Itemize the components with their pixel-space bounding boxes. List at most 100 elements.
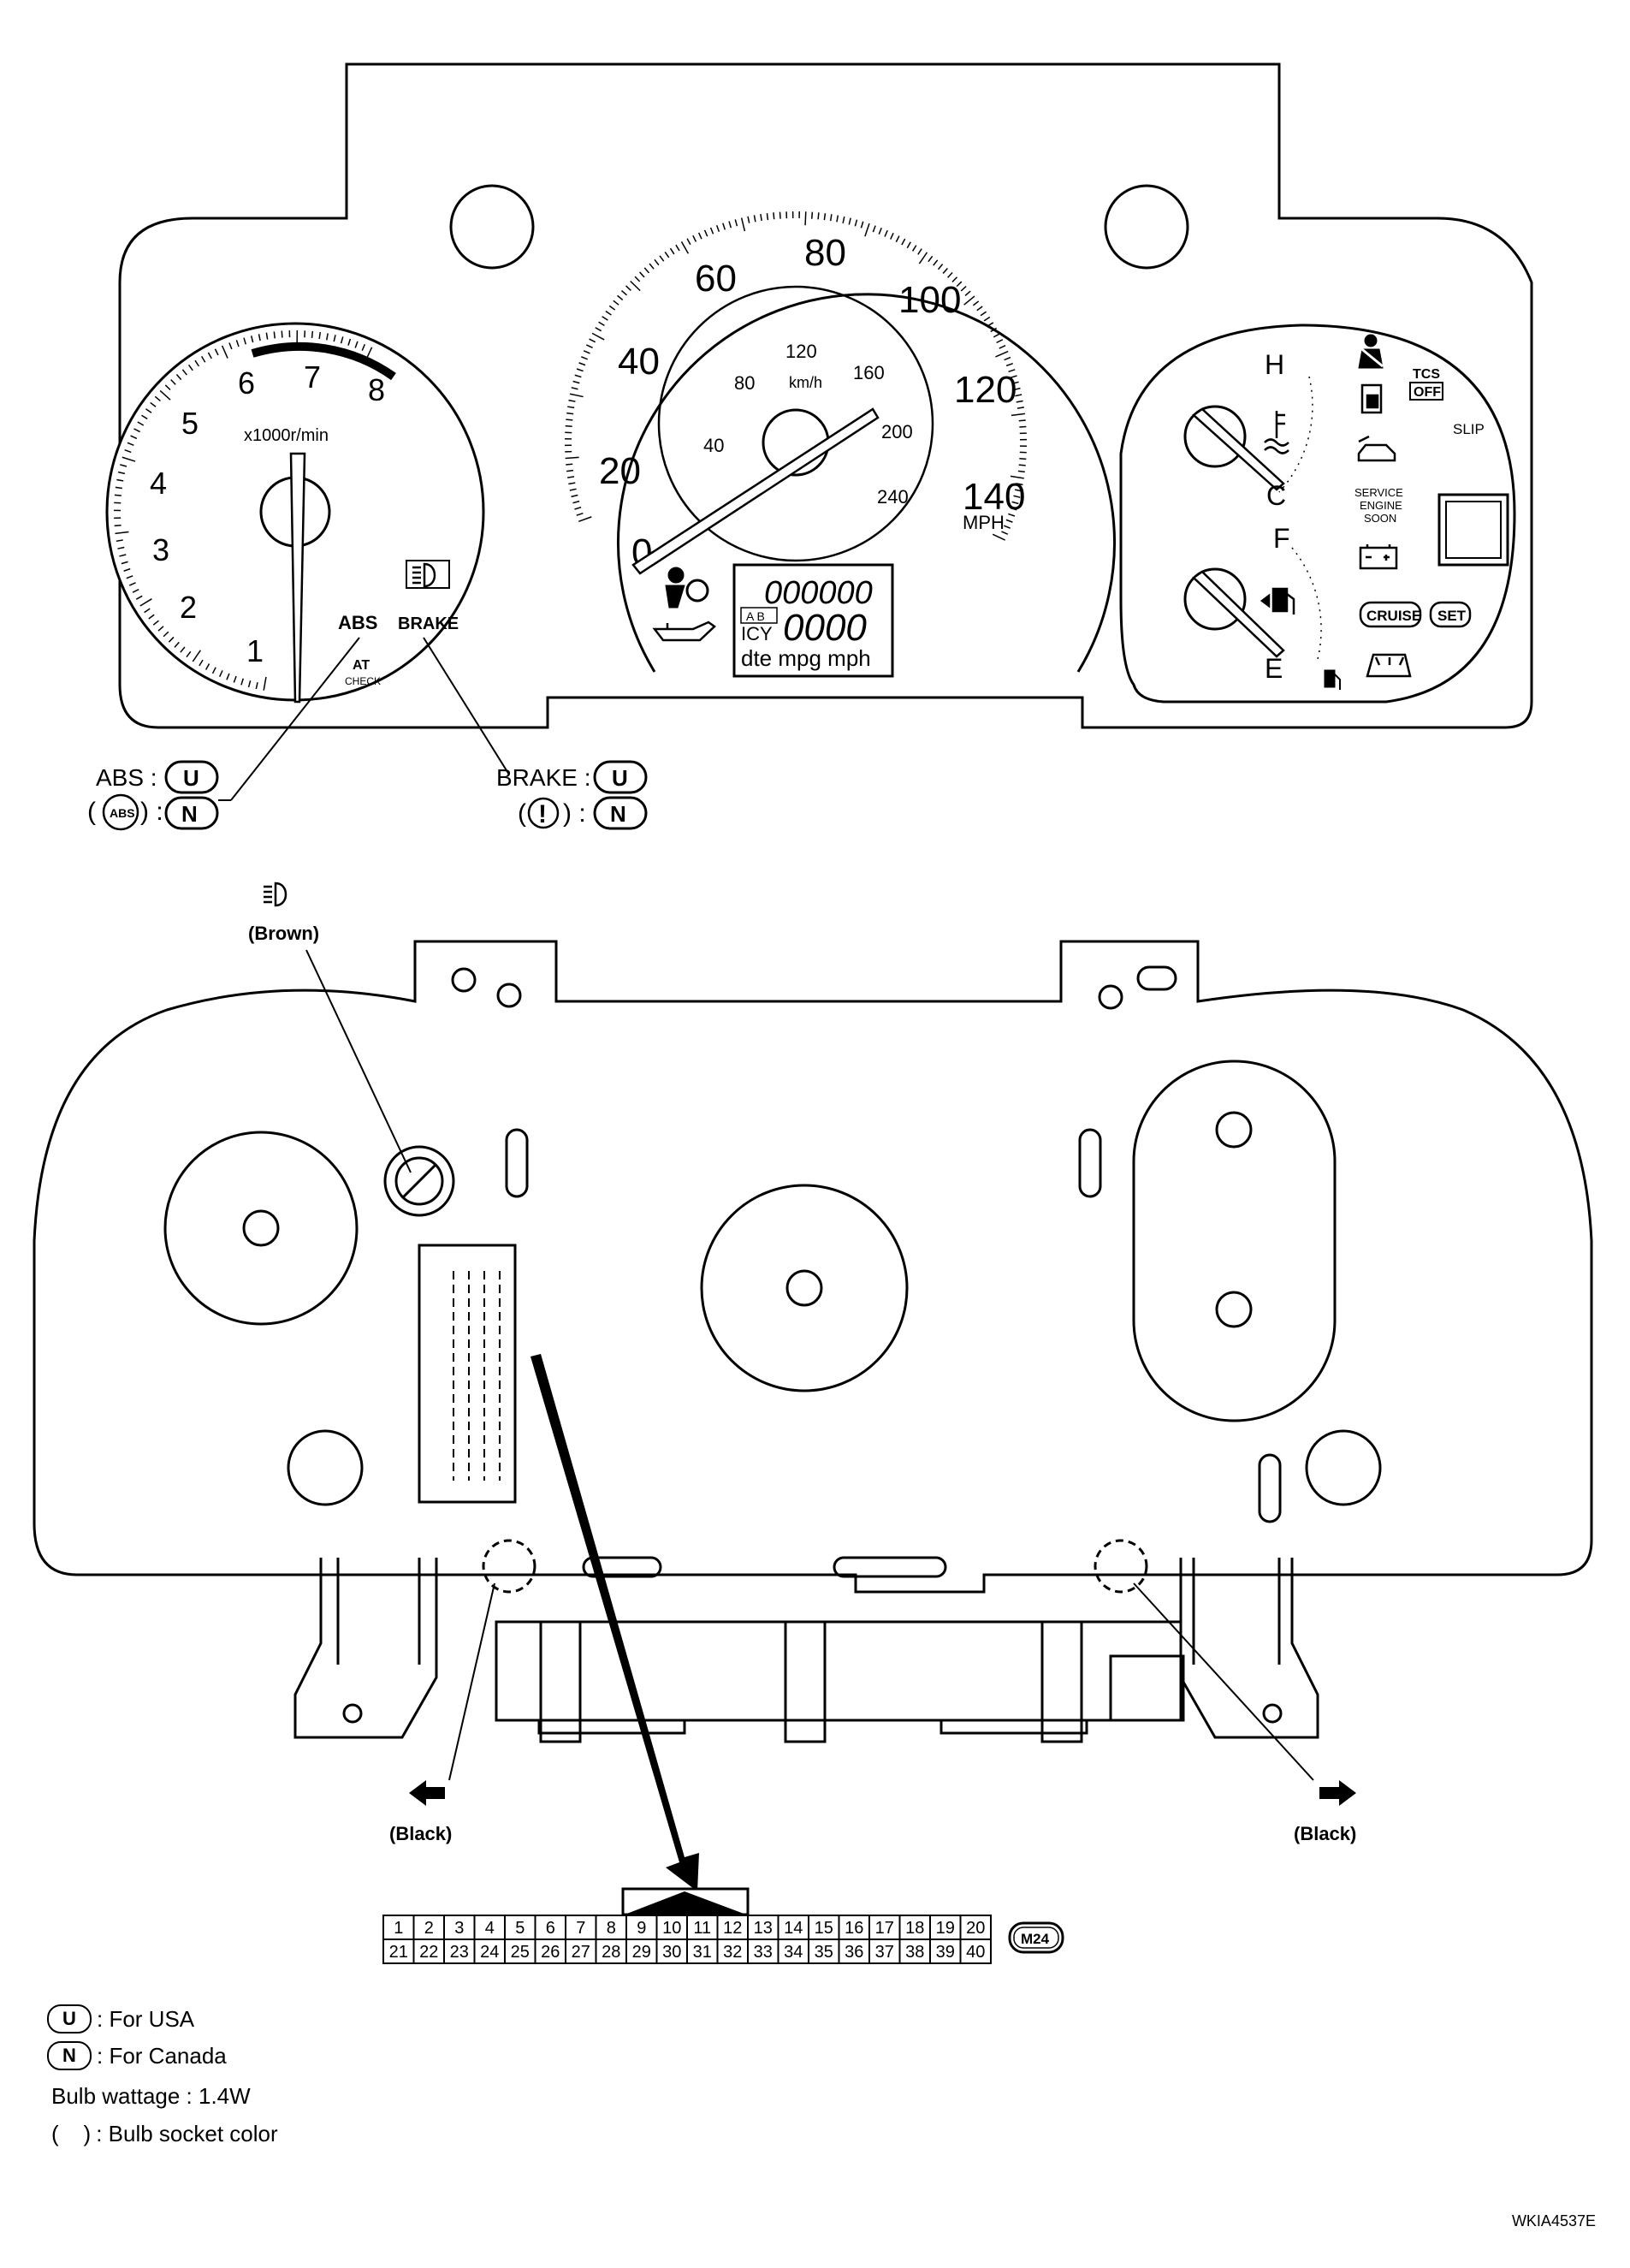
tach-number: 4 [150, 466, 167, 501]
gauge-tick [872, 225, 876, 233]
battery-icon [1359, 544, 1398, 570]
connector-pin-cell [686, 1915, 719, 1940]
legend-socket: ( ) : Bulb socket color [51, 2121, 278, 2147]
gauge-tick [1018, 464, 1026, 466]
connector-pin-cell [534, 1938, 566, 1964]
rear-slot [582, 1556, 662, 1578]
connector-pin-number: 39 [936, 1943, 955, 1962]
gauge-tick [890, 232, 894, 240]
gauge-tick [602, 316, 608, 321]
gauge-tick [174, 641, 180, 648]
gauge-tick [144, 608, 151, 614]
gauge-tick [121, 561, 128, 565]
tcs-label: TCS [1413, 367, 1440, 382]
gauge-tick [124, 449, 132, 454]
headlight-socket-color: (Brown) [248, 923, 319, 944]
gauge-tick [664, 251, 670, 258]
gauge-tick [1013, 495, 1021, 498]
connector-pin-cell [777, 1938, 809, 1964]
rear-tab-hole [1098, 984, 1123, 1010]
gauge-tick [1004, 525, 1011, 529]
low-fuel-icon [1324, 669, 1341, 690]
gauge-tick [273, 331, 276, 339]
gauge-tick [669, 247, 675, 255]
gauge-tick [906, 241, 911, 249]
gauge-tick [933, 259, 939, 266]
gauge-tick [265, 332, 269, 340]
rear-tab-slot [1136, 965, 1177, 991]
fuel-full-label: F [1273, 523, 1290, 554]
black-socket-left [482, 1539, 536, 1594]
gauge-tick [123, 567, 131, 572]
speedometer-ticks [565, 211, 1027, 541]
fuel-empty-label: E [1265, 653, 1283, 684]
temp-high-label: H [1265, 349, 1284, 380]
gauge-tick [187, 364, 193, 371]
connector-id-badge [1008, 1921, 1064, 1954]
gauge-tick [1017, 407, 1024, 409]
mph-number: 120 [954, 369, 1017, 411]
connector-pin-number: 24 [480, 1943, 499, 1962]
gauge-tick [779, 211, 781, 219]
gauge-tick [643, 267, 650, 274]
cluster-front-view [118, 62, 1533, 729]
cruise-indicator-box [1359, 601, 1422, 628]
tach-number: 3 [152, 532, 169, 567]
gauge-tick [139, 598, 152, 607]
connector-pin-number: 21 [389, 1943, 408, 1962]
gauge-tick [568, 482, 576, 485]
brake-warning-label: BRAKE [398, 614, 459, 633]
connector-key-fill [625, 1891, 746, 1915]
connector-pin-number: 31 [693, 1943, 712, 1962]
square-indicator-inner [1445, 501, 1502, 559]
speedo-housing [700, 1184, 909, 1392]
abs-canada-icon-text: ABS [110, 806, 135, 820]
connector-pin-number: 28 [602, 1943, 620, 1962]
brake-canada-letter: N [610, 801, 626, 827]
gauge-tick [137, 421, 145, 426]
mph-number: 60 [695, 258, 737, 300]
connector-pin-cell [747, 1938, 779, 1964]
connector-id-label: M24 [1021, 1931, 1050, 1947]
brake-canada-paren: ) : [563, 799, 586, 828]
gauge-tick [218, 670, 223, 678]
gauge-tick [204, 663, 210, 670]
gauge-tick [999, 344, 1006, 349]
brake-canada-paren: ( [518, 799, 526, 828]
connector-pin-number: 27 [572, 1943, 590, 1962]
connector-pin-number: 6 [546, 1919, 555, 1938]
gauge-tick [911, 245, 917, 252]
connector-pin-number: 1 [394, 1919, 403, 1938]
gauge-tick [1005, 519, 1013, 523]
connector-pin-cell [747, 1915, 779, 1940]
gauge-tick [117, 546, 125, 549]
legend-wattage-text: Bulb wattage : 1.4W [51, 2083, 251, 2109]
gauge-tick [976, 306, 983, 312]
headlight-bulb-icon [262, 882, 287, 907]
reference-code: WKIA4537E [1511, 2212, 1596, 2229]
tach-unit-label: x1000r/min [244, 426, 329, 445]
right-socket-color: (Black) [1294, 1823, 1356, 1844]
tach-needle [289, 452, 306, 704]
abs-canada-icon-circle [102, 793, 139, 831]
gauge-tick [860, 221, 864, 229]
gauge-tick [163, 631, 169, 638]
gauge-tick [842, 216, 845, 224]
gauge-tick [258, 334, 261, 341]
gauge-tick [1017, 470, 1025, 473]
gauge-tick [951, 276, 958, 282]
legend-usa-badge: U [47, 2004, 92, 2033]
gauge-tick [114, 494, 122, 496]
gauge-tick [854, 219, 858, 227]
gauge-tick [848, 217, 851, 225]
legend-wattage: Bulb wattage : 1.4W [51, 2083, 251, 2110]
connector-pin-number: 30 [662, 1943, 681, 1962]
connector-pin-number: 38 [905, 1943, 924, 1962]
legend-usa-text: : For USA [97, 2005, 195, 2032]
fuel-gauge-arc [1291, 547, 1322, 660]
connector-pin-number: 9 [637, 1919, 646, 1938]
kmh-number: 200 [881, 421, 913, 442]
gauge-tick [747, 216, 750, 223]
